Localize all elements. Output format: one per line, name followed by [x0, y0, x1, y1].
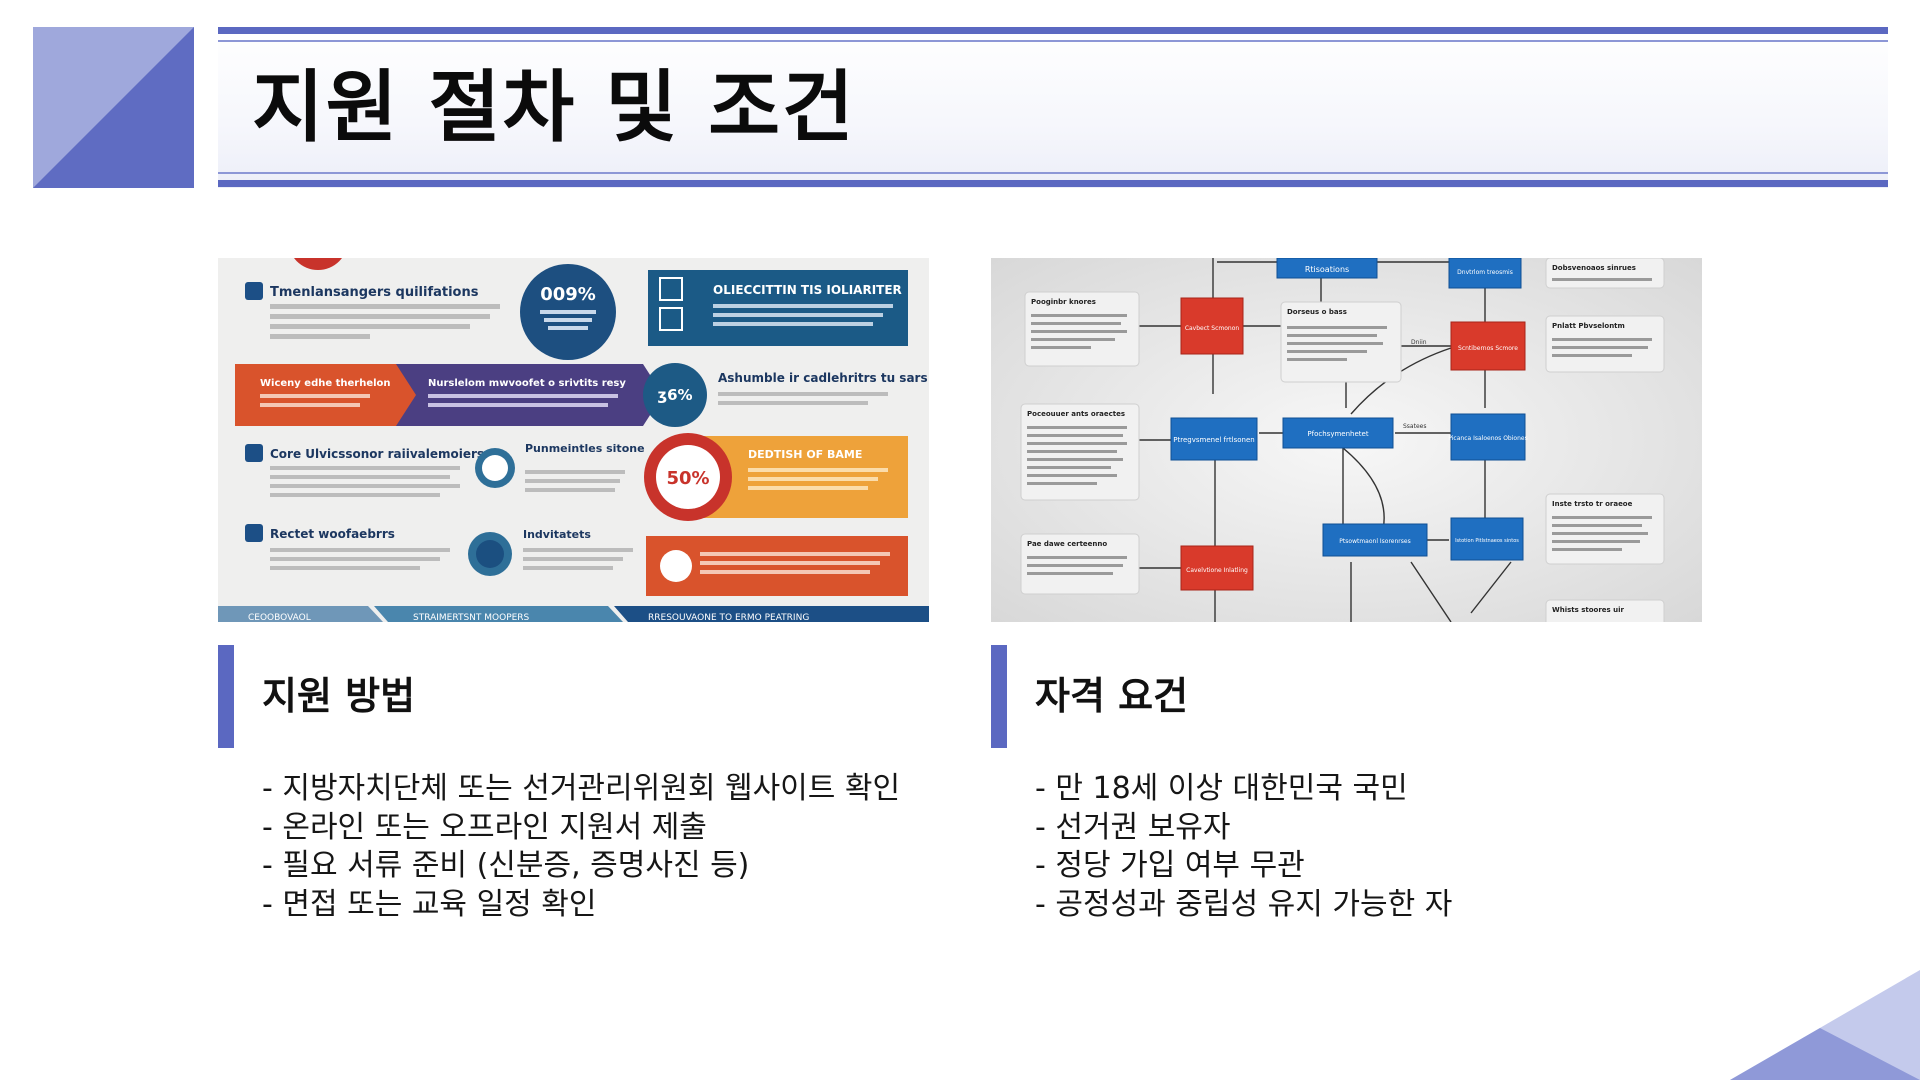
- flowchart-edge-label: Ssatees: [1403, 423, 1426, 430]
- infographic-heading: OLIECCITTIN TIS IOLIARITER: [713, 283, 902, 297]
- flowchart-node: Ptsowtmaonl Isorenrses: [1339, 538, 1410, 545]
- list-item: - 지방자치단체 또는 선거관리위원회 웹사이트 확인: [262, 771, 901, 806]
- infographic-badge: 009%: [540, 284, 596, 305]
- infographic-badge: ʒ6%: [657, 386, 692, 404]
- flowchart-note: Dorseus o bass: [1287, 308, 1347, 316]
- infographic-badge: 50%: [666, 468, 709, 489]
- flowchart-node: Scntibernos Scmore: [1458, 345, 1518, 352]
- flowchart-note: Inste trsto tr oraeoe: [1552, 500, 1633, 508]
- flowchart-note: Dobsvenoaos sinrues: [1552, 264, 1636, 272]
- bottom-right-decoration: [1730, 970, 1920, 1080]
- list-item: - 면접 또는 교육 일정 확인: [262, 886, 597, 922]
- section-heading-apply-method: 지원 방법: [262, 674, 416, 718]
- infographic-heading: Indvitatets: [523, 528, 591, 541]
- infographic-footer-tab: STRAIMERTSNT MOOPERS: [413, 613, 530, 622]
- header-bottom-line: [218, 180, 1888, 187]
- infographic-heading: Punmeintles sitone: [525, 442, 645, 455]
- list-item: - 정당 가입 여부 무관: [1035, 848, 1305, 883]
- flowchart-node: Picanca Isaloenos Obiones: [1448, 435, 1527, 442]
- list-item: - 필요 서류 준비 (신분증, 증명사진 등): [262, 848, 750, 883]
- infographic-heading: Tmenlansangers quilifations: [270, 285, 479, 300]
- infographic-footer-tab: CEOOBOVAOL: [248, 613, 311, 622]
- flowchart-note: Pooginbr knores: [1031, 298, 1096, 306]
- flowchart-edge-label: Dniin: [1411, 339, 1427, 346]
- infographic-heading: Rectet woofaebrrs: [270, 527, 395, 541]
- infographic-image: Tmenlansangers quilifations 009% OLIECCI…: [218, 258, 929, 622]
- flowchart-image: Rtisoations Dnvtrlom treosmis Ptregvsmen…: [991, 258, 1702, 622]
- infographic-heading: DEDTISH OF BAME: [748, 448, 862, 461]
- flowchart-note: Whists stoores uir: [1552, 606, 1625, 614]
- section-accent-bar: [218, 645, 234, 748]
- header-band: [218, 27, 1888, 188]
- flowchart-node: Pfochsymenhetet: [1307, 430, 1368, 438]
- header-top-thin-line: [218, 40, 1888, 42]
- flowchart-node: Cavbect Scmonon: [1185, 325, 1240, 332]
- flowchart-note: Pae dawe certeenno: [1027, 540, 1107, 548]
- eligibility-list: - 만 18세 이상 대한민국 국민 - 선거권 보유자 - 정당 가입 여부 …: [1035, 770, 1452, 924]
- infographic-heading: Core Ulvicssonor raiivalemoiers: [270, 447, 484, 461]
- header-bottom-thin-line: [218, 172, 1888, 174]
- flowchart-note: Pnlatt Pbvselontm: [1552, 322, 1625, 330]
- flowchart-node: Dnvtrlom treosmis: [1457, 269, 1513, 276]
- infographic-heading: Nurslelom mwvoofet o srivtits resy: [428, 378, 626, 389]
- list-item: - 온라인 또는 오프라인 지원서 제출: [262, 809, 707, 845]
- list-item: - 만 18세 이상 대한민국 국민: [1035, 771, 1408, 806]
- infographic-heading: Wiceny edhe therhelon: [260, 378, 391, 389]
- infographic-footer-tab: RRESOUVAONE TO ERMO PEATRING: [648, 613, 809, 622]
- page-title: 지원 절차 및 조건: [252, 63, 856, 153]
- flowchart-note: Poceouuer ants oraectes: [1027, 410, 1125, 418]
- section-accent-bar: [991, 645, 1007, 748]
- flowchart-node: Istotion Pitlstnaeos sintos: [1455, 538, 1519, 544]
- infographic-heading: Ashumble ir cadlehritrs tu sars: [718, 371, 928, 385]
- flowchart-node: Ptregvsmenel frtlsonen: [1173, 436, 1254, 444]
- flowchart-node: Rtisoations: [1305, 265, 1349, 274]
- section-heading-eligibility: 자격 요건: [1035, 674, 1189, 718]
- list-item: - 선거권 보유자: [1035, 809, 1231, 845]
- corner-decoration: [33, 27, 194, 188]
- flowchart-node: Cavelvtione Inlatling: [1186, 567, 1248, 574]
- list-item: - 공정성과 중립성 유지 가능한 자: [1035, 886, 1453, 922]
- apply-method-list: - 지방자치단체 또는 선거관리위원회 웹사이트 확인 - 온라인 또는 오프라…: [262, 770, 900, 924]
- header-top-line: [218, 27, 1888, 34]
